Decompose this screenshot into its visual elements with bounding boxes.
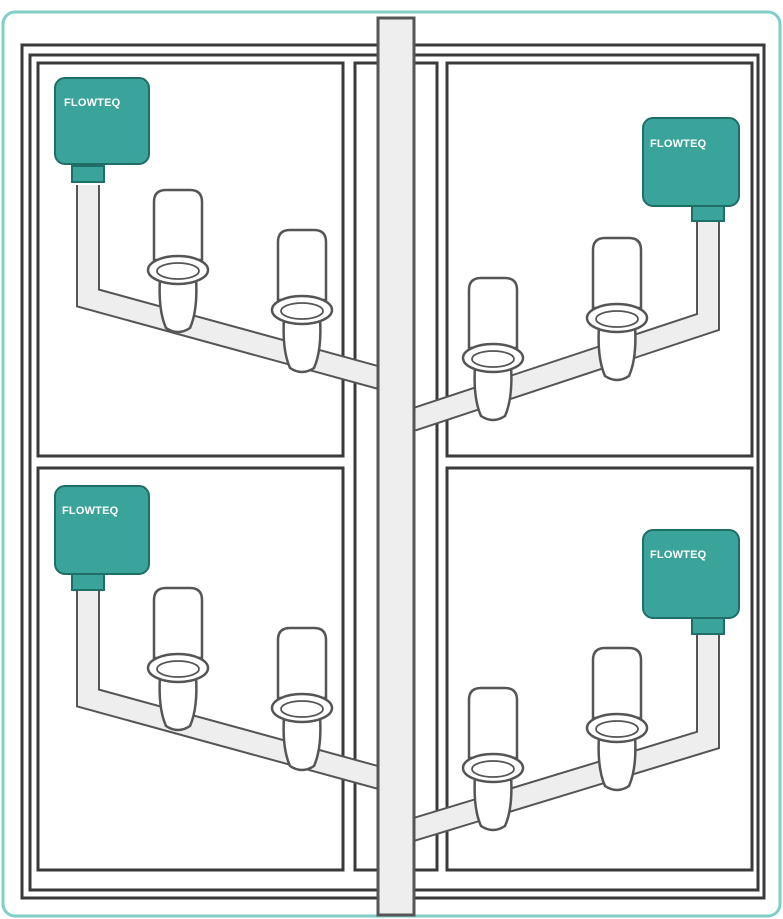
toilet-icon bbox=[146, 188, 210, 334]
toilet-tank bbox=[591, 236, 643, 310]
toilet-icon bbox=[146, 586, 210, 732]
toilet-tank bbox=[591, 646, 643, 720]
toilet-bowl-inner bbox=[156, 262, 200, 280]
toilet-pedestal bbox=[597, 324, 637, 382]
toilet-tank bbox=[467, 276, 519, 350]
toilet-pedestal bbox=[158, 674, 198, 732]
toilet-pedestal bbox=[473, 774, 513, 832]
flowteq-unit-upper-left bbox=[54, 77, 150, 165]
flowteq-unit-lower-right bbox=[642, 529, 740, 619]
toilet-icon bbox=[461, 686, 525, 832]
unit-connector bbox=[71, 573, 105, 591]
toilet-bowl-inner bbox=[471, 760, 515, 778]
toilet-tank bbox=[276, 228, 328, 302]
toilet-bowl-inner bbox=[471, 350, 515, 368]
pipes-upper-left bbox=[76, 185, 384, 390]
toilet-icon bbox=[270, 626, 334, 772]
room-upper-left-wall bbox=[36, 61, 345, 458]
pipes-lower-left bbox=[76, 590, 384, 790]
unit-upper-left: FLOWTEQ bbox=[54, 77, 150, 183]
unit-label-lower-right: FLOWTEQ bbox=[650, 549, 707, 561]
toilet-bowl-inner bbox=[280, 302, 324, 320]
room-lower-right-wall bbox=[445, 466, 754, 872]
unit-lower-right: FLOWTEQ bbox=[642, 529, 740, 635]
toilet-tank bbox=[276, 626, 328, 700]
toilet-bowl-inner bbox=[156, 660, 200, 678]
room-lower-left-wall bbox=[36, 466, 345, 872]
unit-connector bbox=[691, 617, 725, 635]
toilet-tank bbox=[152, 188, 204, 262]
flowteq-unit-lower-left bbox=[54, 485, 150, 575]
unit-label-upper-left: FLOWTEQ bbox=[64, 97, 121, 109]
unit-label-upper-right: FLOWTEQ bbox=[650, 138, 707, 150]
unit-upper-right: FLOWTEQ bbox=[642, 117, 740, 222]
toilets bbox=[146, 188, 649, 832]
toilet-tank bbox=[467, 686, 519, 760]
toilet-icon bbox=[585, 236, 649, 382]
toilet-pedestal bbox=[597, 734, 637, 792]
unit-connector bbox=[691, 204, 725, 222]
unit-connector bbox=[71, 165, 105, 183]
unit-label-lower-left: FLOWTEQ bbox=[62, 505, 119, 517]
toilet-icon bbox=[585, 646, 649, 792]
toilet-pedestal bbox=[473, 364, 513, 422]
toilet-icon bbox=[461, 276, 525, 422]
toilet-tank bbox=[152, 586, 204, 660]
toilet-pedestal bbox=[282, 316, 322, 374]
toilet-bowl-inner bbox=[595, 720, 639, 738]
toilet-bowl-inner bbox=[280, 700, 324, 718]
toilet-icon bbox=[270, 228, 334, 374]
unit-lower-left: FLOWTEQ bbox=[54, 485, 150, 591]
vertical-stack-pipe bbox=[376, 16, 416, 917]
room-upper-right-wall bbox=[445, 61, 754, 458]
toilet-bowl-inner bbox=[595, 310, 639, 328]
toilet-pedestal bbox=[282, 714, 322, 772]
flowteq-unit-upper-right bbox=[642, 117, 740, 207]
toilet-pedestal bbox=[158, 276, 198, 334]
